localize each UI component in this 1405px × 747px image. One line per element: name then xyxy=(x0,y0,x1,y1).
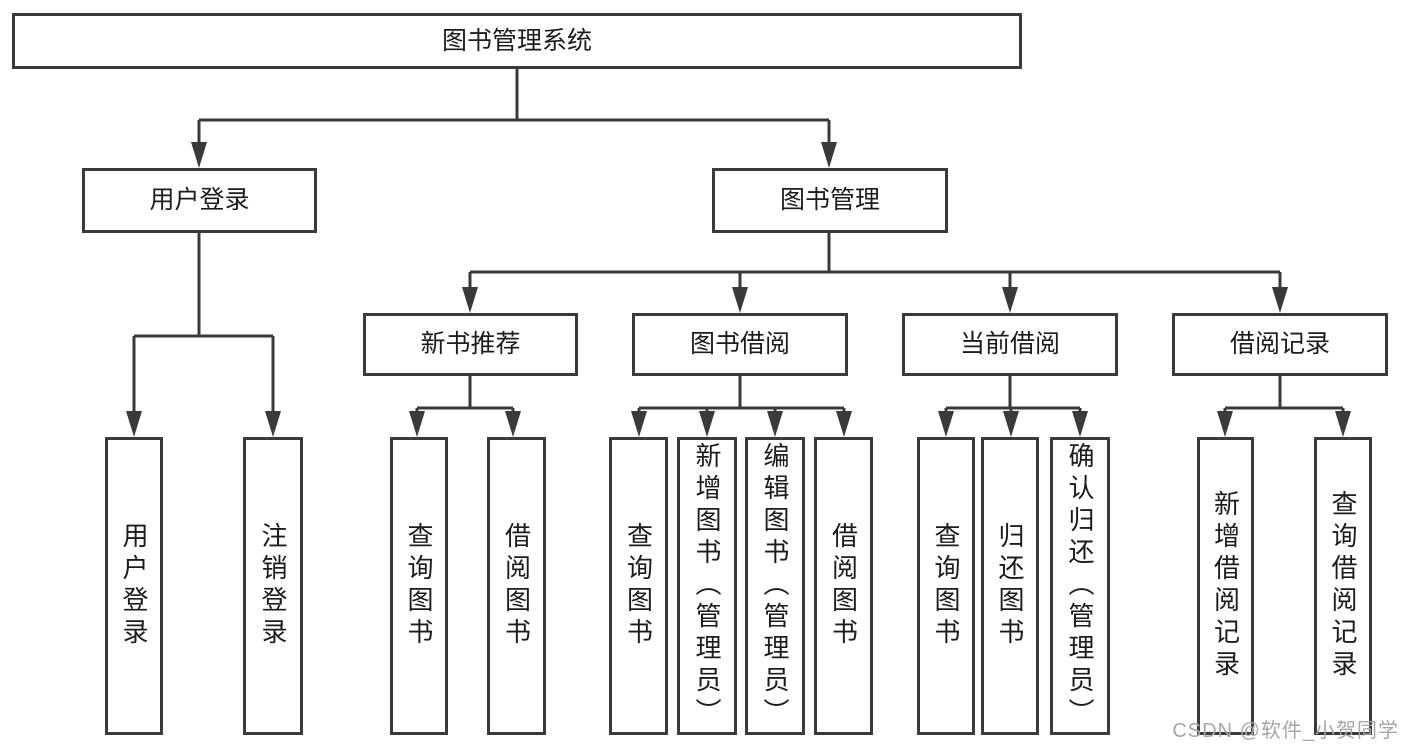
node-borrowing-records: 借阅记录 xyxy=(1172,313,1388,376)
leaf-query-books-borrowing: 查询图书 xyxy=(609,437,668,735)
leaf-borrow-books-borrowing: 借阅图书 xyxy=(814,437,873,735)
arrowheads xyxy=(126,142,1351,437)
connector-edges xyxy=(132,68,1345,415)
leaf-query-borrow-record: 查询借阅记录 xyxy=(1314,437,1372,735)
leaf-user-login: 用户登录 xyxy=(105,437,163,735)
leaf-query-books-current: 查询图书 xyxy=(917,437,975,735)
leaf-edit-book-admin: 编辑图书（管理员） xyxy=(745,437,805,735)
leaf-borrow-books-recommend: 借阅图书 xyxy=(487,437,546,735)
node-library-system: 图书管理系统 xyxy=(12,13,1022,69)
leaf-return-book: 归还图书 xyxy=(981,437,1039,735)
leaf-logout: 注销登录 xyxy=(243,437,303,735)
csdn-watermark: CSDN @软件_小贺同学 xyxy=(1172,720,1399,742)
node-current-borrowing: 当前借阅 xyxy=(902,313,1118,376)
node-book-borrowing: 图书借阅 xyxy=(632,313,848,376)
leaf-query-books-recommend: 查询图书 xyxy=(390,437,448,735)
node-book-management: 图书管理 xyxy=(712,168,948,233)
leaf-confirm-return-admin: 确认归还（管理员） xyxy=(1050,437,1110,735)
leaf-add-borrow-record: 新增借阅记录 xyxy=(1197,437,1254,735)
leaf-add-book-admin: 新增图书（管理员） xyxy=(677,437,737,735)
node-user-login: 用户登录 xyxy=(82,168,317,233)
node-new-book-recommend: 新书推荐 xyxy=(363,313,578,376)
